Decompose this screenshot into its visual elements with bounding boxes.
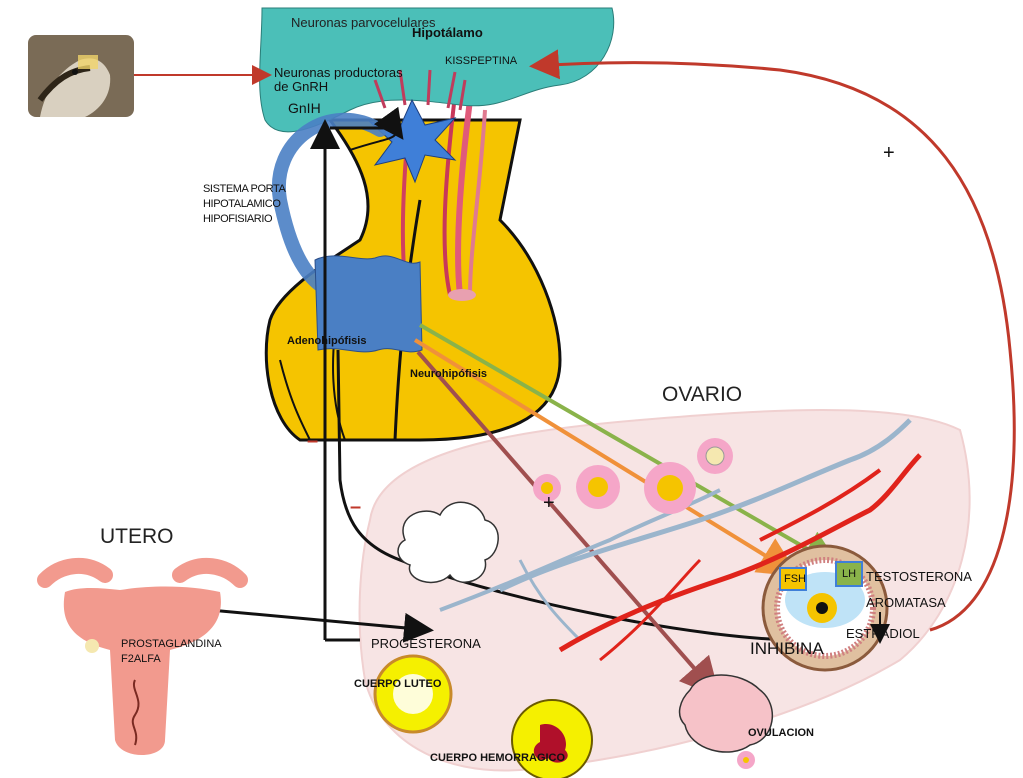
label-testosterona: TESTOSTERONA	[866, 570, 972, 584]
label-plus-feedback: +	[883, 142, 895, 164]
label-progesterona: PROGESTERONA	[371, 637, 481, 651]
label-cuerpo-hemorragico: CUERPO HEMORRAGICO	[430, 752, 565, 764]
label-gnih: GnIH	[288, 101, 321, 116]
label-minus-2: –	[350, 496, 361, 518]
label-adenohipofisis: Adenohipófisis	[287, 335, 366, 347]
label-aromatasa: AROMATASA	[866, 596, 946, 610]
label-plus-ovary: +	[543, 492, 555, 514]
label-fsh: FSH	[784, 573, 806, 585]
label-prostaglandina: PROSTAGLANDINA F2ALFA	[121, 637, 211, 667]
label-ovario: OVARIO	[662, 383, 742, 406]
corpus-albicans	[398, 502, 498, 582]
label-neuronas-gnrh: Neuronas productoras de GnRH	[274, 66, 414, 95]
label-utero: UTERO	[100, 525, 174, 548]
label-ovulacion: OVULACION	[748, 727, 814, 739]
label-neurohipofisis: Neurohipófisis	[410, 368, 487, 380]
dog-photo	[28, 35, 134, 117]
label-inhibina: INHIBINA	[750, 640, 824, 659]
label-estradiol: ESTRADIOL	[846, 627, 920, 641]
label-minus-1: –	[307, 430, 318, 452]
label-sistema-porta: SISTEMA PORTA HIPOTALAMICO HIPOFISIARIO	[203, 182, 313, 227]
label-lh: LH	[842, 568, 856, 580]
label-kisspeptina: KISSPEPTINA	[445, 55, 517, 67]
label-hipotalamo: Hipotálamo	[412, 26, 483, 40]
label-cuerpo-luteo: CUERPO LUTEO	[354, 678, 441, 690]
